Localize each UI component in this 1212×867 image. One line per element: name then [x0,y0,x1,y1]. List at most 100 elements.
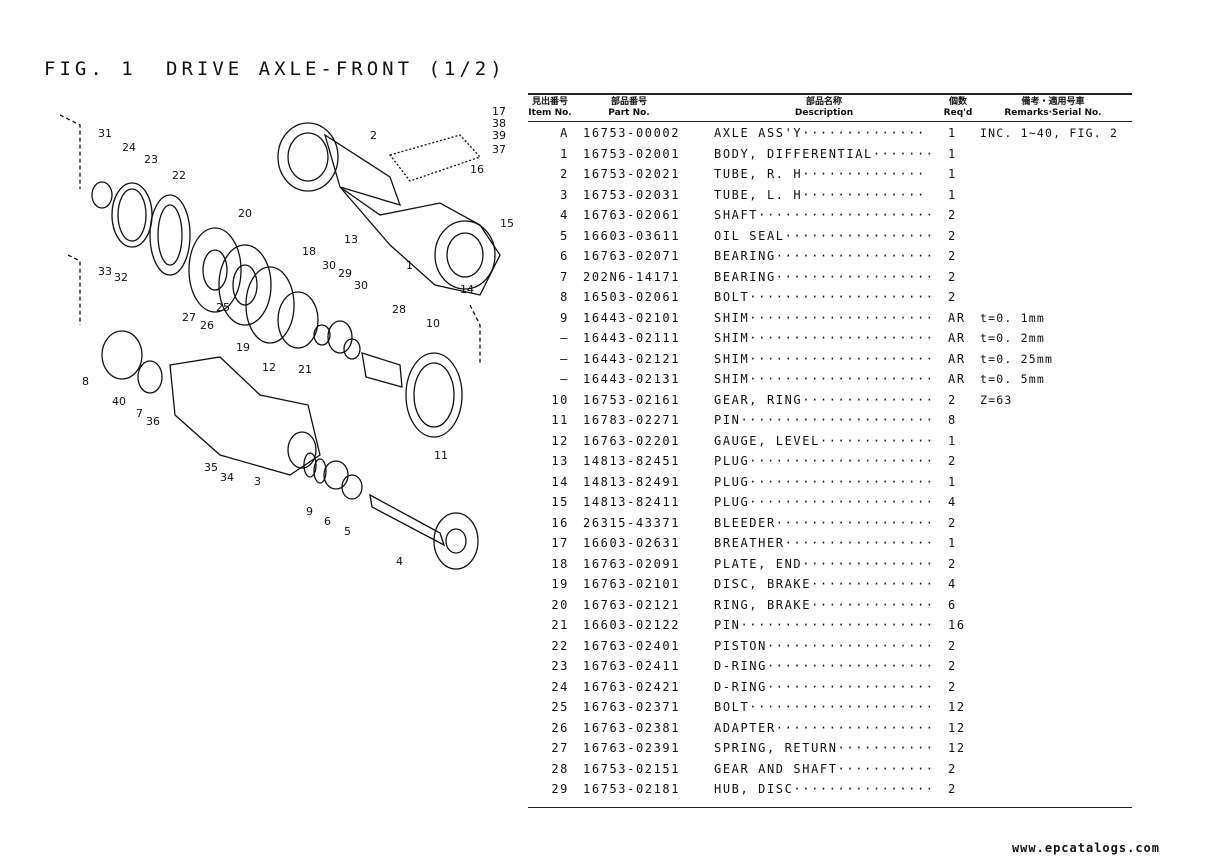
part-description: D-RING··················· [714,679,935,694]
quantity: 1 [948,536,957,550]
quantity: AR [948,331,966,345]
quantity: 12 [948,700,966,714]
callout-label: 22 [172,169,186,182]
quantity: 2 [948,269,957,284]
callout-label: 2 [370,129,377,142]
table-bottom-rule [528,807,1132,808]
item-number: 7 [560,269,569,284]
part-description: D-RING··················· [714,659,935,673]
part-number: 16763-02391 [583,741,681,755]
part-description: PIN······················ [714,413,935,427]
item-number: 28 [551,761,569,776]
item-number: 13 [551,454,569,468]
part-number: 16763-02381 [583,720,681,735]
part-number: 16763-02091 [583,556,681,571]
callout-label: 36 [146,415,160,428]
item-number: 21 [551,618,569,632]
part-description: SPRING, RETURN··········· [714,741,935,755]
callout-label: 17 [492,105,506,118]
remarks: t=0. 1mm [980,310,1045,325]
quantity: 6 [948,597,957,612]
part-description: AXLE ASS'Y·············· [714,126,926,140]
part-description: GEAR AND SHAFT··········· [714,761,935,776]
part-number: 16763-02061 [583,208,681,222]
part-description: SHAFT···················· [714,208,935,222]
part-description: GEAR, RING··············· [714,392,935,407]
part-description: OIL SEAL················· [714,228,935,243]
part-description: PISTON··················· [714,638,935,653]
remarks: t=0. 5mm [980,372,1045,386]
part-number: 16763-02421 [583,679,681,694]
callout-label: 33 [98,265,112,278]
quantity: 2 [948,638,957,653]
part-number: 14813-82451 [583,454,681,468]
tube-lh-drawing [101,330,321,476]
callout-label: 16 [470,163,484,176]
callout-label: 39 [492,129,506,142]
item-number: 24 [551,679,569,694]
figure-name: DRIVE AXLE-FRONT (1/2) [166,58,506,80]
part-number: 16763-02071 [583,249,681,263]
item-number: 10 [551,392,569,407]
callout-label: 9 [306,505,313,518]
callout-label: 13 [344,233,358,246]
callout-label: 14 [460,283,474,296]
part-description: BLEEDER·················· [714,515,935,530]
header-rule [528,121,1132,122]
item-number: 8 [560,290,569,304]
item-number: 23 [551,659,569,673]
part-description: DISC, BRAKE·············· [714,577,935,591]
item-number: 25 [551,700,569,714]
callout-label: 25 [216,301,230,314]
part-description: PLUG····················· [714,474,935,489]
item-number: 4 [560,208,569,222]
part-number: 16753-02031 [583,187,681,202]
callout-label: 7 [136,407,143,420]
callout-label: 8 [82,375,89,388]
callout-label: 27 [182,311,196,324]
part-number: 16763-02411 [583,659,681,673]
part-description: ADAPTER·················· [714,720,935,735]
quantity: 1 [948,146,957,161]
item-number: – [560,372,569,386]
item-number: – [560,351,569,366]
site-watermark: www.epcatalogs.com [1011,841,1160,855]
item-number: 15 [551,495,569,509]
callout-label: 28 [392,303,406,316]
quantity: 4 [948,577,957,591]
part-description: TUBE, R. H·············· [714,167,926,181]
part-description: SHIM····················· [714,331,935,345]
callout-label: 30 [354,279,368,292]
quantity: AR [948,310,966,325]
part-number: 16753-02151 [583,761,681,776]
part-number: 16783-02271 [583,413,681,427]
part-number: 16603-03611 [583,228,681,243]
part-number: 16753-02001 [583,146,681,161]
item-number: 2 [560,167,569,181]
quantity: AR [948,351,966,366]
callout-label: 34 [220,471,234,484]
quantity: 2 [948,761,957,776]
item-number: 12 [551,433,569,448]
item-number: 5 [560,228,569,243]
callout-label: 24 [122,141,136,154]
callout-label: 18 [302,245,316,258]
item-number: 22 [551,638,569,653]
callout-label: 5 [344,525,351,538]
quantity: 2 [948,659,957,673]
quantity: 12 [948,741,966,755]
